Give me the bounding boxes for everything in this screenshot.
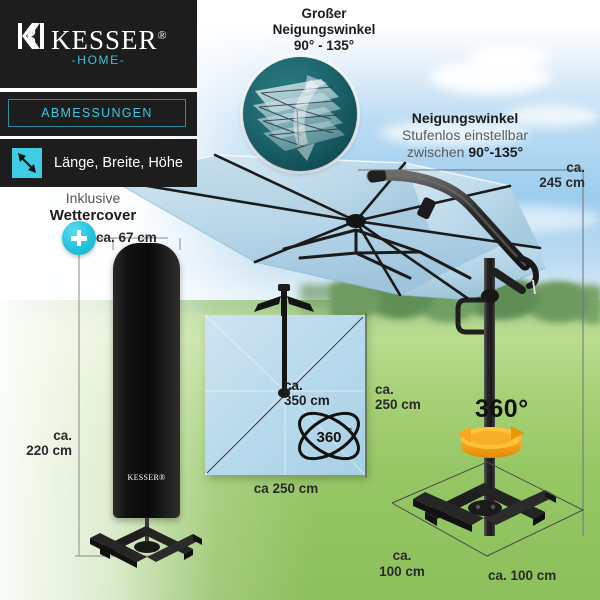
umbrella-height-line2: 245 cm [539, 175, 585, 190]
tilt-desc-line1: Neigungswinkel [411, 110, 519, 126]
weathercover-title-line2: Wettercover [49, 207, 137, 224]
orbit-360-icon: 360 ° [298, 411, 360, 461]
rotation-label: 360° [475, 395, 529, 423]
legend-label: Länge, Breite, Höhe [54, 155, 183, 171]
cover-height-line1: ca. [53, 428, 72, 443]
topview-svg [204, 314, 366, 476]
tilt-inset-title: Großer Neigungswinkel 90° - 135° [238, 6, 410, 54]
base-left-line1: ca. [392, 548, 412, 563]
legend-row: Länge, Breite, Höhe [0, 139, 197, 187]
plus-badge-icon [62, 221, 96, 255]
orbit-360-text: 360 [316, 429, 341, 446]
dimensions-banner-inner: ABMESSUNGEN [8, 99, 186, 127]
cover-width-label: ca. 67 cm [96, 230, 157, 245]
umbrella-height-label: ca. 245 cm [455, 160, 585, 190]
topview-right-line2: 250 cm [375, 397, 421, 412]
svg-text:°: ° [348, 426, 352, 436]
weathercover-title-line1: Inklusive [65, 190, 121, 206]
tilt-range-inset [243, 57, 357, 171]
brand-wordmark: KESSER® [51, 20, 168, 55]
brand-subtitle: -HOME- [71, 53, 126, 67]
topview-right-line1: ca. [375, 382, 394, 397]
tilt-desc-prefix: zwischen [406, 144, 469, 160]
brand-logo-panel: KESSER® -HOME- [0, 0, 197, 88]
umbrella-height-line1: ca. [566, 160, 585, 175]
tilt-range-photo-icon [253, 75, 345, 161]
brand-name: KESSER [51, 25, 158, 55]
topview-diagonal-line2: 350 cm [284, 393, 330, 408]
topview-diagonal-label: ca. 350 cm [284, 378, 330, 408]
base-bottom-label: ca. 100 cm [488, 568, 557, 583]
tilt-title-line3: 90° - 135° [293, 38, 355, 53]
tilt-desc-line3: zwischen 90°-135° [360, 144, 570, 161]
cover-height-label: ca. 220 cm [0, 428, 72, 458]
tilt-title-line2: Neigungswinkel [272, 22, 376, 37]
base-left-label: ca. 100 cm [362, 548, 442, 580]
tilt-desc-line2: Stufenlos einstellbar [401, 127, 529, 143]
brand-logo-row: KESSER® [16, 20, 168, 55]
tilt-title-line1: Großer [301, 6, 347, 21]
tilt-desc-value: 90°-135° [468, 144, 524, 160]
dimensions-banner-label: ABMESSUNGEN [41, 106, 153, 120]
rotation-ring-icon [457, 426, 525, 458]
weathercover-title: Inklusive Wettercover [18, 190, 168, 224]
topview-canopy-square [204, 314, 366, 476]
kesser-monogram-icon [18, 23, 44, 49]
weathercover-illustration: KESSER® [113, 243, 180, 518]
dimensions-banner: ABMESSUNGEN [0, 92, 197, 136]
base-left-line2: 100 cm [379, 564, 425, 579]
cover-logo-text: KESSER® [127, 473, 166, 482]
brand-registered: ® [157, 28, 168, 42]
topview-diagonal-line1: ca. [284, 378, 303, 393]
topview-bottom-label: ca 250 cm [253, 481, 319, 496]
tilt-description: Neigungswinkel Stufenlos einstellbar zwi… [360, 110, 570, 161]
diagonal-arrow-icon [12, 148, 42, 178]
cover-height-line2: 220 cm [26, 443, 72, 458]
topview-right-label: ca. 250 cm [375, 382, 421, 412]
